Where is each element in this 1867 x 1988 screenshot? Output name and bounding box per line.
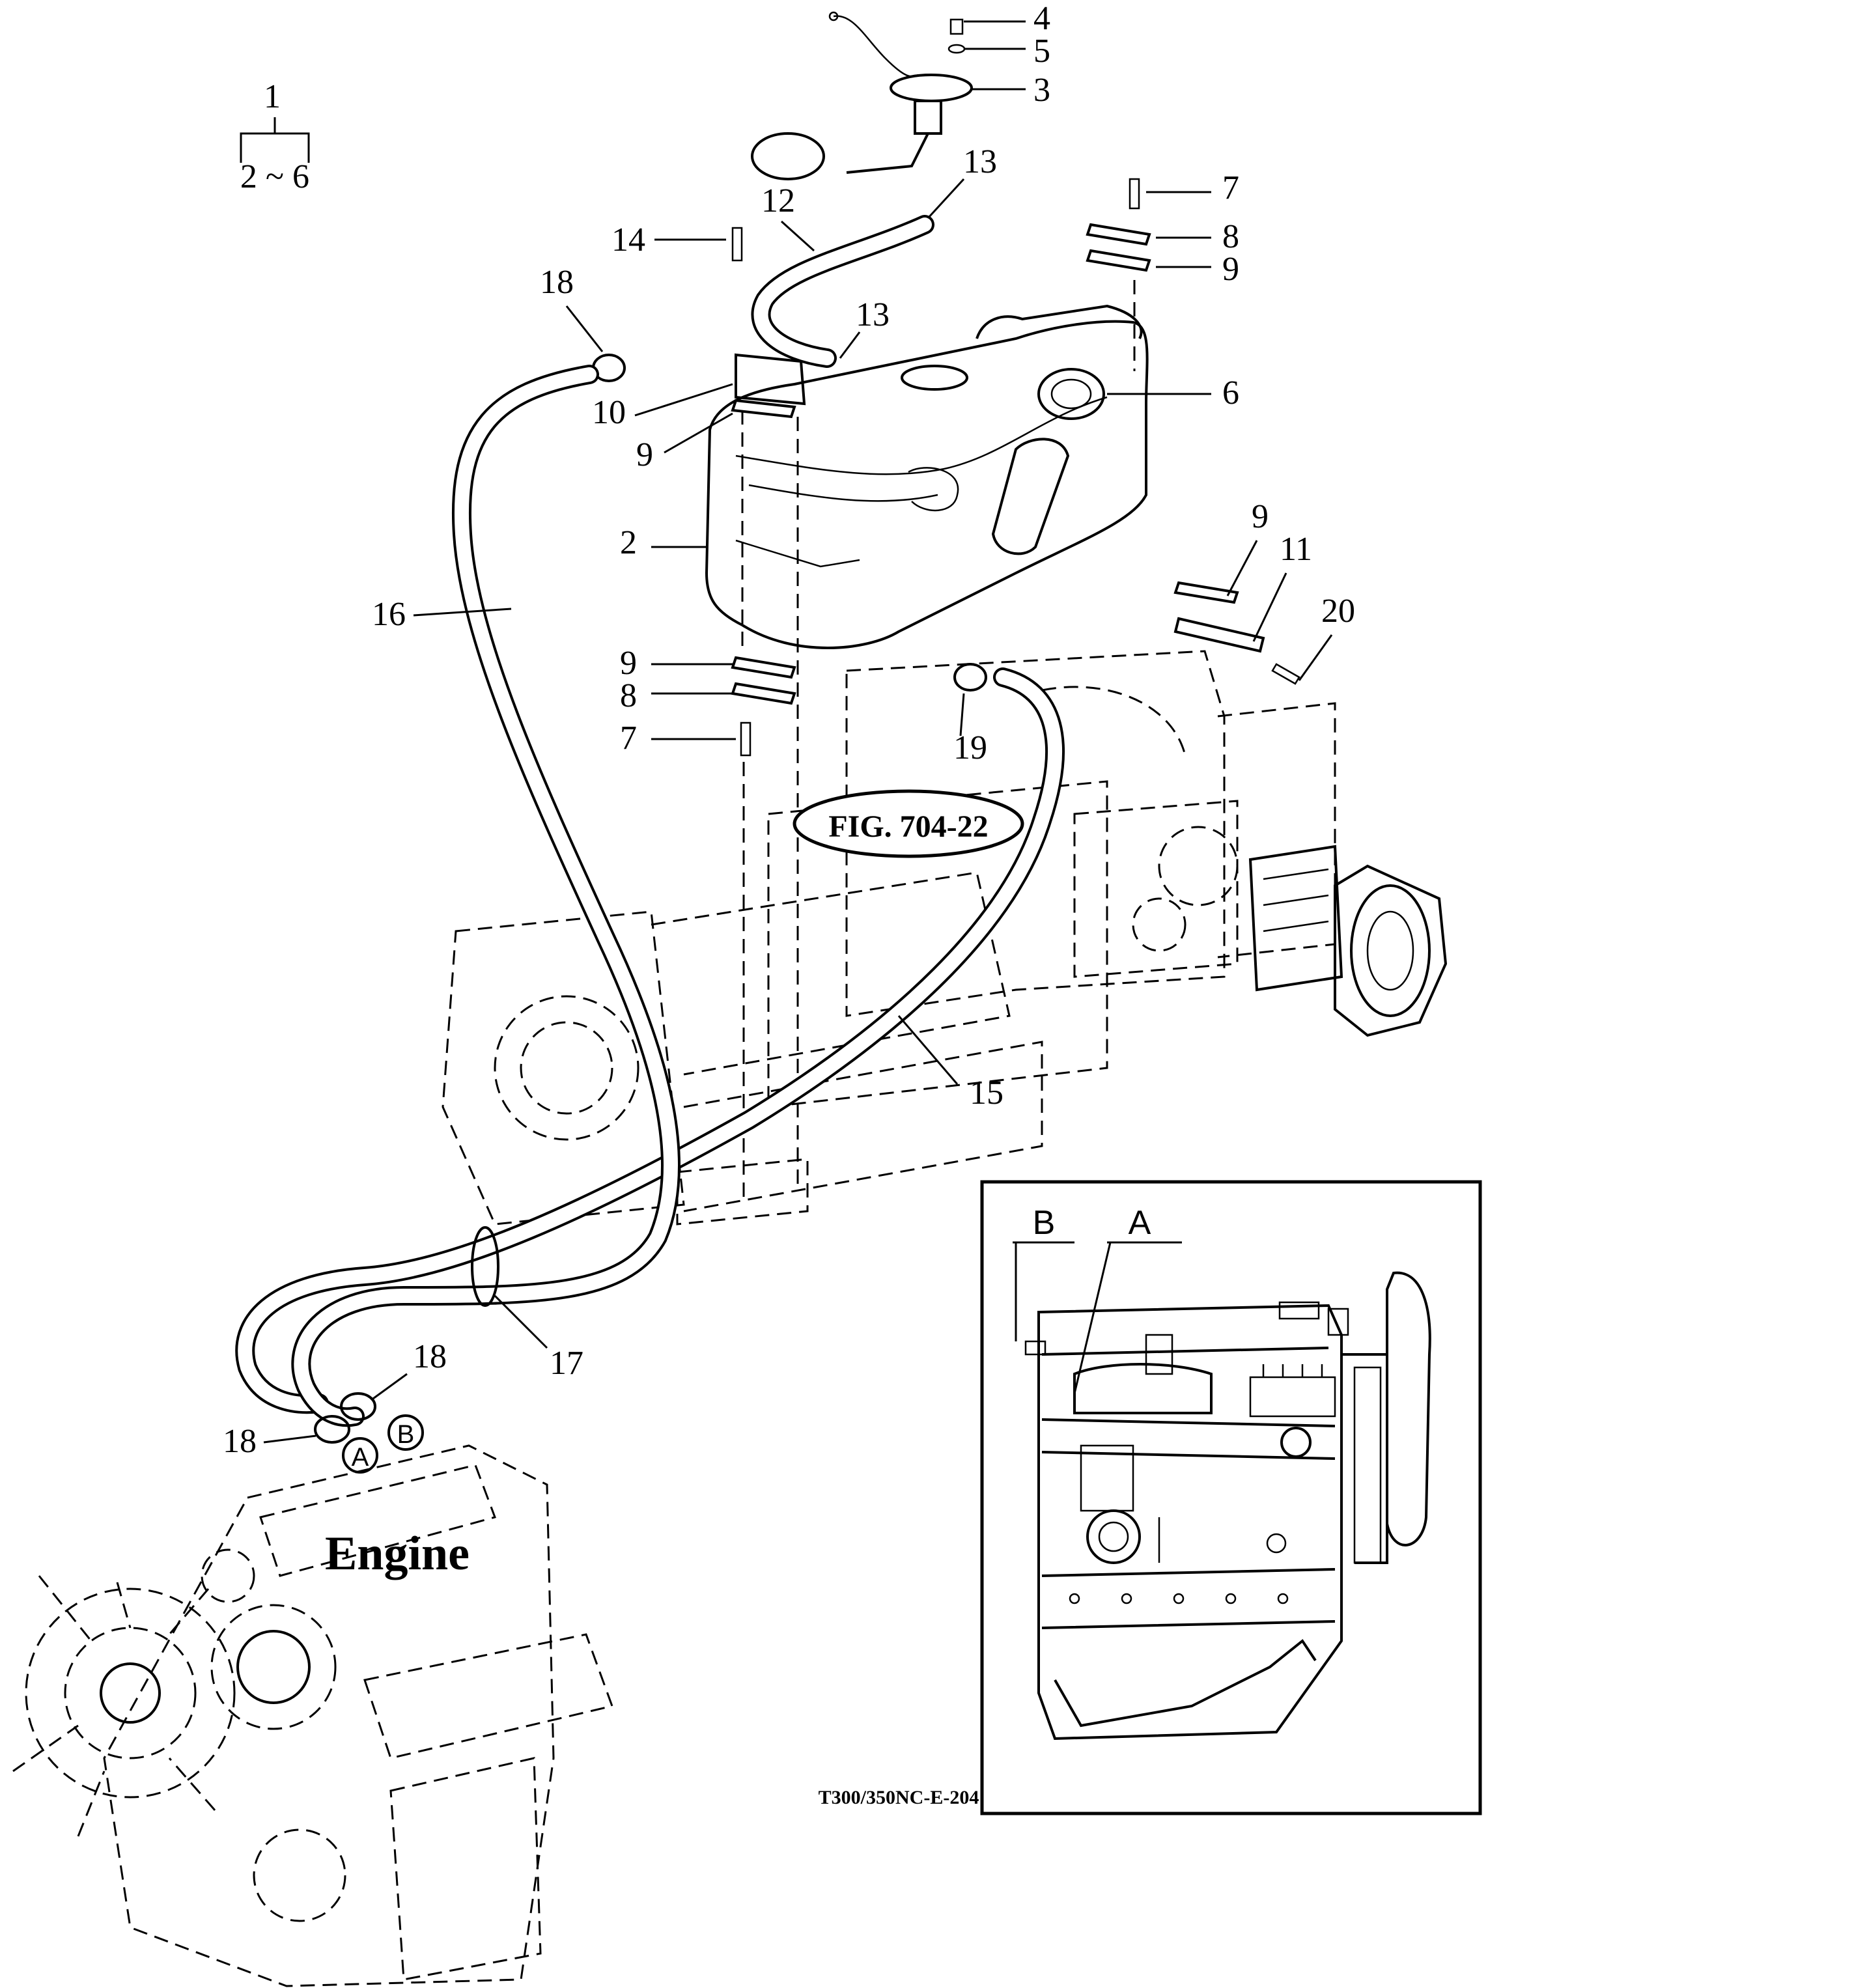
callout-4: 4 bbox=[1033, 0, 1050, 37]
filler-cap bbox=[991, 368, 1105, 555]
figure-reference-label: FIG. 704-22 bbox=[828, 809, 988, 844]
callout-20: 20 bbox=[1321, 593, 1355, 630]
coupling-flange bbox=[1248, 845, 1448, 1037]
hose-end-a: A bbox=[352, 1443, 369, 1472]
callout-9-top: 9 bbox=[1222, 251, 1239, 288]
callout-10: 10 bbox=[592, 394, 626, 431]
hose-end-b: B bbox=[397, 1420, 415, 1449]
callout-12: 12 bbox=[761, 182, 795, 219]
figure-reference[interactable]: FIG. 704-22 bbox=[793, 789, 1024, 858]
callout-18-left: 18 bbox=[223, 1423, 257, 1460]
callout-9-lower: 9 bbox=[620, 645, 637, 682]
engine-label: Engine bbox=[325, 1527, 470, 1580]
callout-18-right: 18 bbox=[413, 1338, 447, 1375]
fuel-tank bbox=[705, 304, 1149, 649]
transmission-frame-outline bbox=[442, 650, 1336, 1225]
callout-14: 14 bbox=[611, 221, 645, 259]
callout-6: 6 bbox=[1222, 374, 1239, 412]
callout-19: 19 bbox=[953, 729, 987, 766]
inset-detail-view: B A bbox=[980, 1180, 1482, 1815]
callout-16: 16 bbox=[372, 596, 406, 633]
callout-9-left: 9 bbox=[636, 436, 653, 473]
callout-3: 3 bbox=[1033, 72, 1050, 109]
callout-15: 15 bbox=[970, 1074, 1004, 1112]
callout-7-lower: 7 bbox=[620, 720, 637, 757]
inset-label-b: B bbox=[1033, 1204, 1056, 1242]
engine-outline bbox=[12, 1444, 613, 1987]
callout-13-mid: 13 bbox=[856, 296, 890, 333]
assembly-range: 2 ~ 6 bbox=[240, 158, 309, 195]
callout-13-top: 13 bbox=[963, 143, 997, 180]
callout-11: 11 bbox=[1280, 531, 1312, 568]
callout-5: 5 bbox=[1033, 33, 1050, 70]
assembly-group-label: 1 2 ~ 6 bbox=[240, 78, 310, 195]
inset-label-a: A bbox=[1129, 1204, 1151, 1242]
callout-2: 2 bbox=[620, 524, 637, 561]
fuel-sender-unit bbox=[751, 11, 973, 180]
callout-7-top: 7 bbox=[1222, 169, 1239, 206]
drawing-code: T300/350NC-E-204 bbox=[819, 1787, 979, 1808]
assembly-number: 1 bbox=[264, 78, 281, 115]
callout-18-top: 18 bbox=[540, 264, 574, 301]
callout-17: 17 bbox=[550, 1345, 583, 1382]
callout-9-right: 9 bbox=[1252, 498, 1269, 535]
callout-8-lower: 8 bbox=[620, 677, 637, 714]
callout-8-top: 8 bbox=[1222, 218, 1239, 255]
